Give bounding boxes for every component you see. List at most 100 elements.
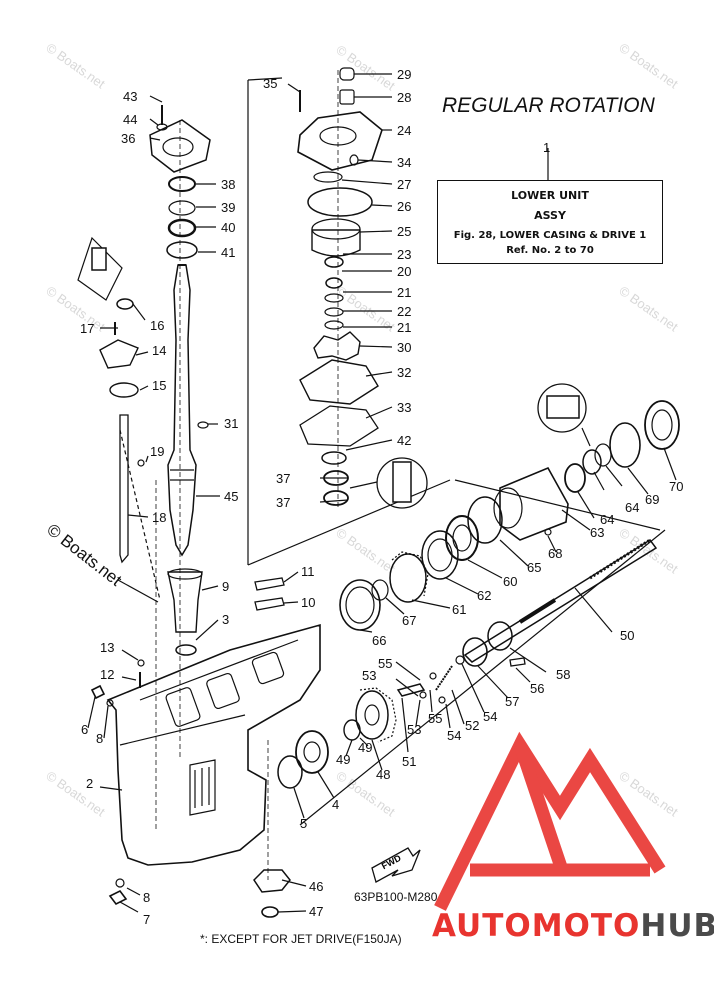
ref-line-4: Ref. No. 2 to 70: [506, 245, 594, 256]
fwd-arrow-icon: [371, 847, 421, 883]
inset-circle: [376, 457, 428, 509]
lock-69: [609, 422, 641, 468]
gasket-22: [324, 307, 344, 317]
plate-32: [299, 359, 379, 405]
callout-1: 1: [543, 140, 551, 155]
key-11: [254, 577, 285, 591]
callout: 62: [477, 588, 492, 603]
callout: 55: [378, 656, 393, 671]
plunger-51: [396, 683, 426, 697]
grommet-29: [339, 67, 355, 81]
callout: 29: [397, 67, 412, 82]
callout: 25: [397, 224, 412, 239]
callout: 37: [276, 495, 291, 510]
callout: 64: [600, 512, 615, 527]
frame-line: [247, 77, 283, 81]
bushing-inset-icon: [91, 247, 107, 271]
part-code: 63PB100-M280: [354, 890, 438, 904]
callout: 43: [123, 89, 138, 104]
housing-36: [149, 119, 211, 173]
drive-shaft-45: [167, 264, 197, 557]
washer-13: [137, 659, 145, 667]
callout: 24: [397, 123, 412, 138]
callout: 55: [428, 711, 443, 726]
o-ring-41: [166, 241, 198, 259]
callout: 40: [221, 220, 236, 235]
callout: 54: [483, 709, 498, 724]
ball-55: [429, 672, 437, 680]
callout: 23: [397, 247, 412, 262]
seal-40: [167, 218, 197, 238]
logo-wordmark: AUTOMOTOHUB: [432, 908, 714, 944]
bearing-4: [295, 730, 329, 774]
callout: 67: [402, 613, 417, 628]
pinion-46: [253, 869, 291, 893]
callout: 64: [625, 500, 640, 515]
shim-67: [371, 579, 389, 601]
lower-casing-2: [106, 623, 321, 866]
insert-cartridge-25: [311, 229, 361, 257]
callout: 28: [397, 90, 412, 105]
callout: 50: [620, 628, 635, 643]
gear-48: [355, 690, 389, 740]
washer-21: [324, 293, 344, 303]
callout: 36: [121, 131, 136, 146]
pin-54b: [438, 696, 446, 704]
bearing-37b: [323, 490, 349, 506]
callout: 12: [100, 667, 115, 682]
washer-21b: [324, 320, 344, 330]
callout: 63: [590, 525, 605, 540]
callout: 9: [222, 579, 230, 594]
pin-54: [455, 655, 465, 665]
ring-nut-70: [644, 400, 680, 450]
casing-pocket: [206, 672, 240, 710]
nut-47: [261, 906, 279, 918]
gasket-33: [299, 405, 379, 447]
pump-housing-24: [297, 111, 383, 171]
bearing-3: [175, 644, 197, 656]
shim-39: [168, 200, 196, 216]
o-ring-26: [307, 187, 373, 217]
o-ring-15: [109, 382, 139, 398]
callout: 32: [397, 365, 412, 380]
frame-line: [299, 529, 666, 826]
shim-62: [421, 530, 459, 580]
frame-line: [454, 479, 661, 531]
bearing-63: [564, 463, 586, 493]
callout: 57: [505, 694, 520, 709]
callout: 60: [503, 574, 518, 589]
callout: 8: [143, 890, 151, 905]
shim-5: [277, 755, 303, 789]
plate-20: [325, 277, 343, 289]
propeller-shaft-50: [463, 539, 658, 663]
callout: 66: [372, 633, 387, 648]
footnote: *: EXCEPT FOR JET DRIVE(F150JA): [200, 932, 402, 946]
callout: 8: [96, 731, 104, 746]
callout: 15: [152, 378, 167, 393]
clip-19: [137, 459, 145, 467]
callout: 22: [397, 304, 412, 319]
inset-bracket: [77, 236, 123, 301]
callout: 20: [397, 264, 412, 279]
frame-line: [247, 479, 451, 566]
gear-58: [487, 621, 513, 651]
plug-7: [108, 889, 128, 906]
callout: 52: [465, 718, 480, 733]
logo-text-red: AUTOMOTO: [432, 908, 641, 944]
callout: 13: [100, 640, 115, 655]
ref-line-3: Fig. 28, LOWER CASING & DRIVE 1: [453, 230, 647, 241]
callout: 7: [143, 912, 151, 927]
callout: 69: [645, 492, 660, 507]
callout: 53: [362, 668, 377, 683]
gasket-8b: [115, 878, 125, 888]
callout: 42: [397, 433, 412, 448]
diagram-title: REGULAR ROTATION: [442, 94, 655, 117]
ref-line-1: LOWER UNIT: [511, 189, 589, 202]
callout: 2: [86, 776, 94, 791]
callout: 51: [402, 754, 417, 769]
callout: 48: [376, 767, 391, 782]
callout: 33: [397, 400, 412, 415]
casing-pocket: [251, 651, 285, 685]
callout: 53: [407, 722, 422, 737]
